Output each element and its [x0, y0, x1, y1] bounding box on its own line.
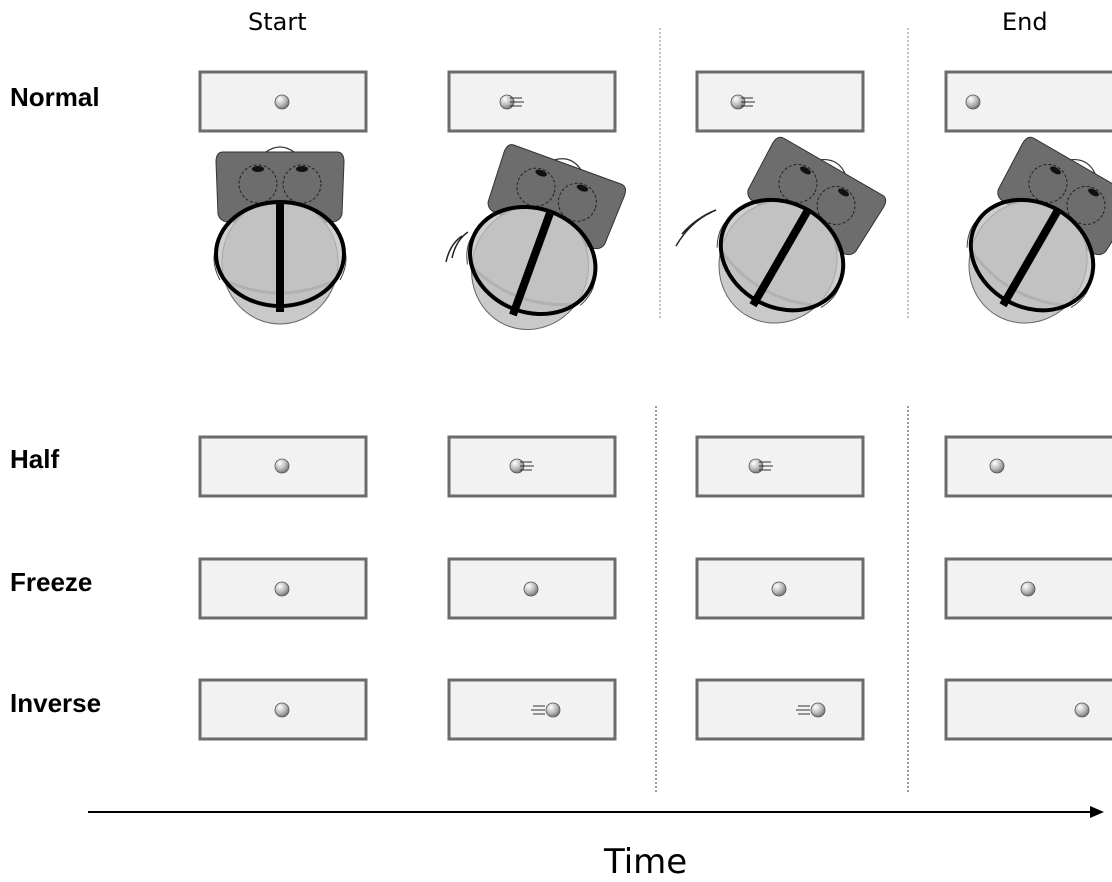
time-axis-label: Time — [604, 842, 688, 882]
ball-icon — [1020, 581, 1036, 597]
ball-icon — [545, 702, 561, 718]
screen-freeze-4 — [944, 557, 1112, 620]
motion-lines-icon — [445, 231, 469, 263]
ball-icon — [274, 458, 290, 474]
screen-inverse-3 — [695, 678, 865, 741]
head-topdown-icon — [940, 129, 1112, 348]
column-label-start: Start — [248, 8, 307, 36]
head-topdown-icon — [214, 147, 346, 324]
screen-normal-3 — [695, 70, 865, 133]
row-label-half: Half — [10, 444, 60, 474]
screen-normal-4 — [944, 70, 1112, 133]
screen-inverse-4 — [944, 678, 1112, 741]
screen-normal-1 — [198, 70, 368, 133]
head-topdown-icon — [690, 129, 893, 348]
screen-normal-2 — [447, 70, 617, 133]
screen-freeze-1 — [198, 557, 368, 620]
ball-icon — [771, 581, 787, 597]
ball-icon — [810, 702, 826, 718]
ball-icon — [274, 702, 290, 718]
screen-inverse-2 — [447, 678, 617, 741]
row-label-inverse: Inverse — [10, 688, 102, 718]
screen-half-1 — [198, 435, 368, 498]
screen-freeze-3 — [695, 557, 865, 620]
row-label-freeze: Freeze — [10, 567, 93, 597]
screen-half-4 — [944, 435, 1112, 498]
ball-icon — [274, 581, 290, 597]
screen-inverse-1 — [198, 678, 368, 741]
motion-lines-icon — [796, 705, 810, 715]
ball-icon — [1074, 702, 1090, 718]
screen-freeze-2 — [447, 557, 617, 620]
motion-lines-icon — [675, 209, 717, 247]
ball-icon — [965, 94, 981, 110]
head-topdown-icon — [447, 137, 632, 348]
ball-icon — [274, 94, 290, 110]
motion-lines-icon — [531, 705, 545, 715]
screen-half-3 — [695, 435, 865, 498]
ball-icon — [523, 581, 539, 597]
arrow-right-icon — [88, 806, 1104, 818]
screen-half-2 — [447, 435, 617, 498]
row-label-normal: Normal — [10, 82, 100, 112]
column-label-end: End — [1002, 8, 1048, 36]
ball-icon — [989, 458, 1005, 474]
